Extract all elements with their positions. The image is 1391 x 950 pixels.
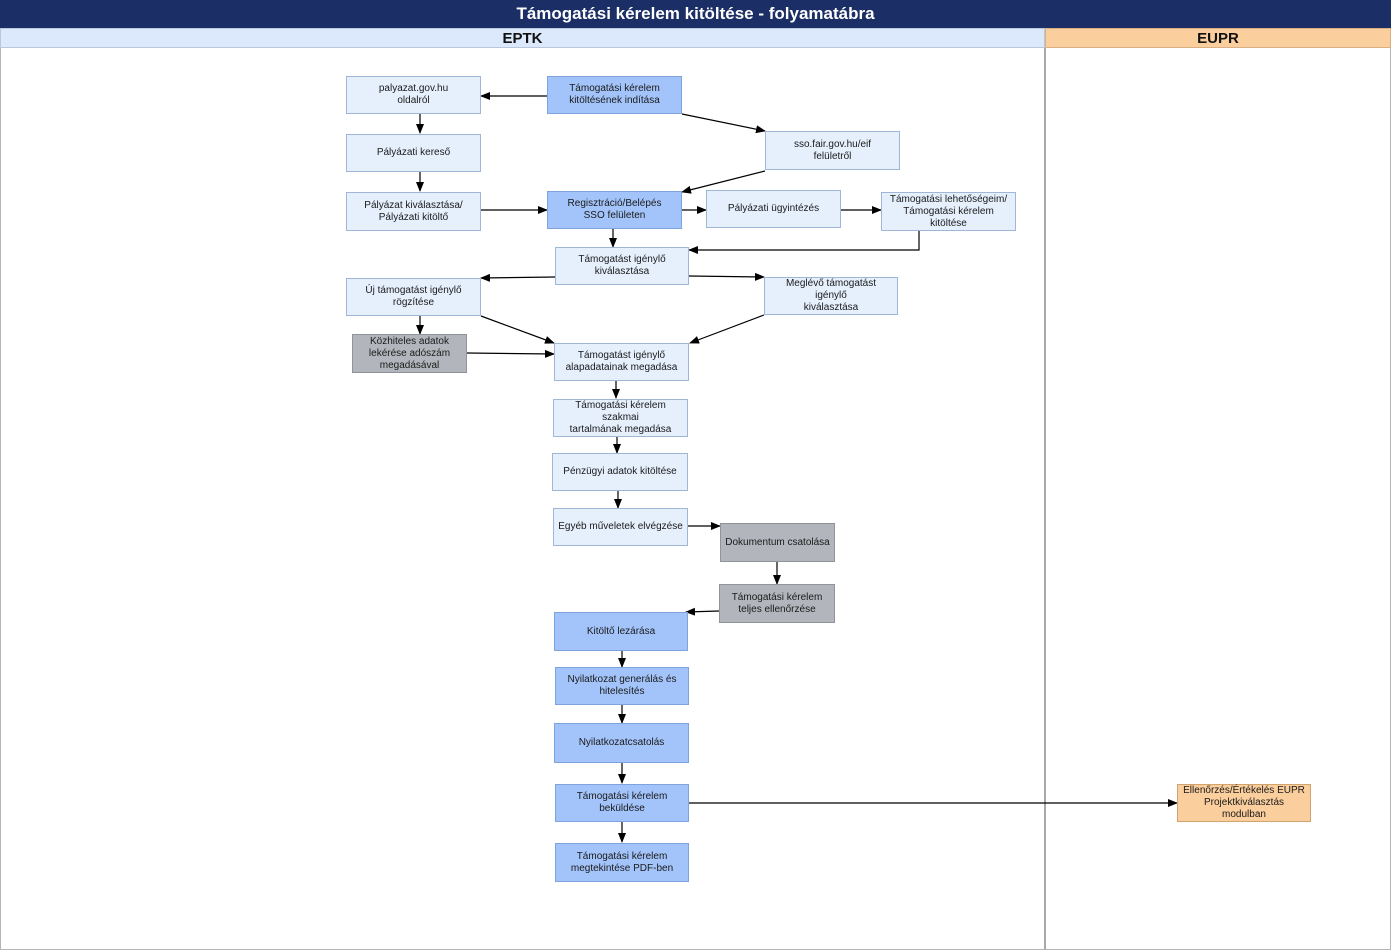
arrow-sso-regisztracio — [681, 170, 766, 194]
node-egyeb-muveletek: Egyéb műveletek elvégzése — [553, 508, 688, 546]
arrow-ellenorzes-lezaras — [685, 607, 720, 616]
node-palyazat-kivalasztasa: Pályázat kiválasztása/ Pályázati kitöltő — [346, 192, 481, 231]
node-kerelem-bekuldese: Támogatási kérelem beküldése — [555, 784, 689, 822]
lane-header-eupr: EUPR — [1045, 28, 1391, 48]
node-palyazat-gov: palyazat.gov.hu oldalról — [346, 76, 481, 114]
arrow-igenylo-meglevo — [688, 272, 765, 281]
node-penzugyi-adatok: Pénzügyi adatok kitöltése — [552, 453, 688, 491]
arrow-uj-alapadatok — [480, 315, 555, 344]
node-regisztracio-belepes: Regisztráció/Belépés SSO felületen — [547, 191, 682, 229]
node-szakmai-tartalom: Támogatási kérelem szakmai tartalmának m… — [553, 399, 688, 437]
node-igenylo-kivalasztasa: Támogatást igénylő kiválasztása — [555, 247, 689, 285]
node-palyazati-kereso: Pályázati kereső — [346, 134, 481, 172]
node-ellenorzes-eupr: Ellenőrzés/Értékelés EUPR Projektkiválas… — [1177, 784, 1311, 822]
node-kozhiteles-adatok: Közhiteles adatok lekérése adószám megad… — [352, 334, 467, 373]
lane-header-eptk: EPTK — [0, 28, 1045, 48]
arrow-igenylo-uj — [480, 273, 556, 282]
node-tamogatasi-lehetosegeim: Támogatási lehetőségeim/ Támogatási kére… — [881, 192, 1016, 231]
node-dokumentum-csatolasa: Dokumentum csatolása — [720, 523, 835, 562]
node-palyazati-ugyintezes: Pályázati ügyintézés — [706, 190, 841, 228]
node-pdf-megtekintes: Támogatási kérelem megtekintése PDF-ben — [555, 843, 689, 882]
node-kitoltes-inditasa: Támogatási kérelem kitöltésének indítása — [547, 76, 682, 114]
arrow-kozhiteles-alapadatok — [466, 349, 555, 358]
arrow-lehetosegeim-igenylo — [688, 230, 920, 254]
node-meglevo-igenylo: Meglévő támogatást igénylő kiválasztása — [764, 277, 898, 315]
node-nyilatkozat-generalas: Nyilatkozat generálás és hitelesítés — [555, 667, 689, 705]
arrow-meglevo-alapadatok — [689, 314, 765, 344]
arrow-inditas-sso — [681, 113, 766, 134]
node-sso-fair: sso.fair.gov.hu/eif felületről — [765, 131, 900, 170]
node-alapadatok-megadasa: Támogatást igénylő alapadatainak megadás… — [554, 343, 689, 381]
node-uj-igenylo-rogzitese: Új támogatást igénylő rögzítése — [346, 278, 481, 316]
node-nyilatkozatcsatolas: Nyilatkozatcsatolás — [554, 723, 689, 763]
diagram-title: Támogatási kérelem kitöltése - folyamatá… — [0, 0, 1391, 28]
node-teljes-ellenorzes: Támogatási kérelem teljes ellenőrzése — [719, 584, 835, 623]
node-kitolto-lezarasa: Kitöltő lezárása — [554, 612, 688, 651]
